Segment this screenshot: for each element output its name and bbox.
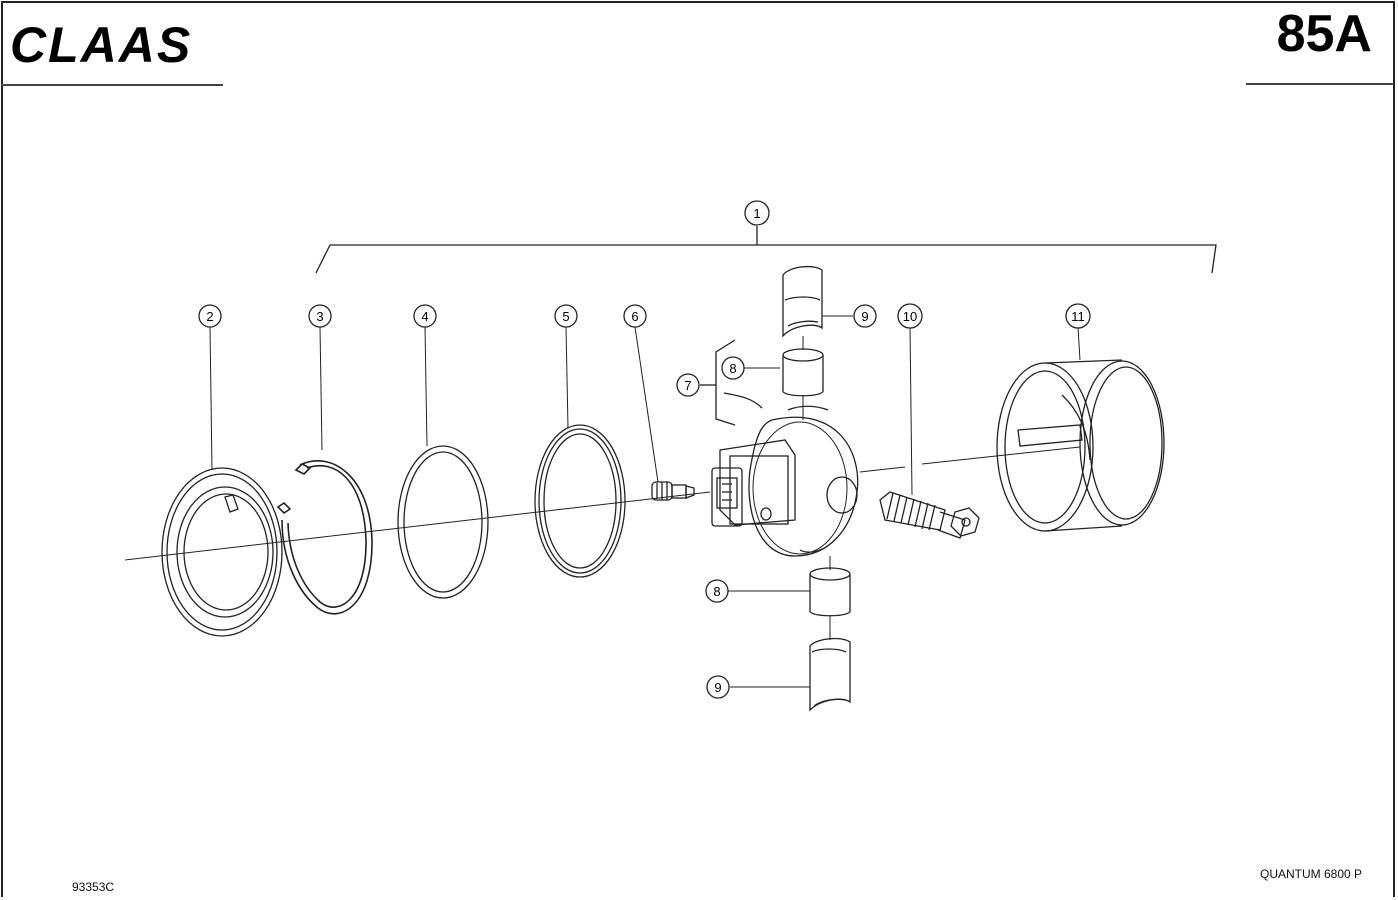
part-7-cross-hub	[711, 405, 859, 557]
part-2-seal-ring	[161, 467, 283, 637]
part-7-bracket	[700, 339, 763, 426]
callout-5: 5	[554, 304, 578, 328]
callout-10-label: 10	[903, 309, 917, 324]
callout-10: 10	[897, 303, 923, 329]
callout-5-label: 5	[562, 309, 569, 324]
callout-8-upper-label: 8	[729, 361, 736, 376]
callout-3: 3	[308, 304, 332, 328]
callout-9-lower-label: 9	[714, 680, 721, 695]
callout-8-upper: 8	[721, 356, 745, 380]
callout-9-lower: 9	[706, 675, 730, 699]
callout-9-upper-label: 9	[861, 309, 868, 324]
callout-11: 11	[1065, 303, 1091, 329]
callout-7: 7	[676, 373, 700, 397]
part-9-centerlines	[802, 336, 831, 640]
part-8-bushing-upper	[782, 348, 824, 397]
claas-logo-text: CLAAS	[10, 18, 192, 68]
model-name: QUANTUM 6800 P	[1260, 867, 1363, 881]
callout-3-label: 3	[316, 309, 323, 324]
part-5-washer-ring	[534, 424, 626, 578]
callout-8-lower-label: 8	[713, 584, 720, 599]
callout-9-upper: 9	[853, 304, 877, 328]
callout-2: 2	[198, 304, 222, 328]
leader-lines	[209, 315, 1081, 688]
callout-8-lower: 8	[705, 579, 729, 603]
callout-2-label: 2	[206, 309, 213, 324]
callout-4-label: 4	[421, 309, 428, 324]
part-8-bushing-lower	[809, 567, 851, 617]
claas-logo: CLAAS	[10, 18, 192, 68]
drawing-code: 93353C	[72, 880, 115, 894]
part-11-housing-sleeve	[996, 359, 1165, 532]
callout-11-label: 11	[1071, 309, 1085, 324]
assembly-axis	[124, 446, 1081, 561]
page-number: 85A	[1276, 5, 1372, 63]
logo-underline	[1, 84, 223, 86]
callout-7-label: 7	[684, 378, 691, 393]
part-6-valve-insert	[651, 481, 695, 501]
callout-1: 1	[744, 200, 770, 226]
callout-6: 6	[623, 304, 647, 328]
assembly-bracket	[315, 226, 1217, 274]
part-10-threaded-valve	[879, 491, 980, 539]
part-9-bearing-cap-lower	[809, 637, 851, 712]
callout-1-label: 1	[753, 206, 760, 221]
part-4-shim-ring	[397, 445, 489, 599]
callout-6-label: 6	[631, 309, 638, 324]
page-number-underline	[1246, 83, 1394, 85]
part-3-circlip	[276, 460, 373, 615]
part-9-bearing-cap-upper	[782, 265, 823, 338]
callout-4: 4	[413, 304, 437, 328]
